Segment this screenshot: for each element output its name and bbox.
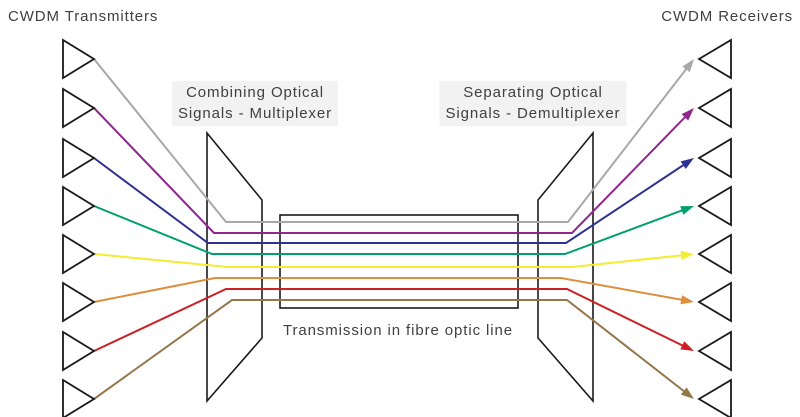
demultiplexer-label-line2: Signals - Demultiplexer [445,105,621,122]
channel-line-orange [93,277,686,303]
channel-line-red [93,288,687,352]
receiver-triangle-red [697,330,732,372]
multiplexer-label-line1: Combining Optical [186,84,324,101]
multiplexer-label: Combining Optical Signals - Multiplexer [172,81,338,126]
fiber-optic-line-box [279,214,519,309]
channel-line-gray [93,58,690,223]
channel-arrowhead-gray [682,59,694,73]
demultiplexer-shape [537,130,594,404]
transmitter-triangle-green [62,185,96,227]
demultiplexer-label-line1: Separating Optical [463,84,603,101]
transmitter-triangle-brown [62,378,96,417]
transmitter-triangle-purple [62,87,96,129]
receiver-triangle-green [697,185,732,227]
receiver-triangle-yellow [697,233,732,275]
channel-line-yellow [93,253,686,268]
channel-arrowhead-red [680,341,694,351]
transmitter-triangle-gray [62,38,96,80]
receiver-triangle-blue [697,137,732,179]
transmitters-title: CWDM Transmitters [8,8,159,25]
receiver-triangle-gray [697,38,732,80]
transmitter-triangle-orange [62,281,96,323]
channel-arrowhead-blue [680,158,694,169]
channel-arrowhead-green [680,206,694,215]
receiver-triangle-orange [697,281,732,323]
demultiplexer-label: Separating Optical Signals - Demultiplex… [439,81,627,126]
channel-arrowhead-orange [680,295,694,305]
multiplexer-shape [206,130,263,404]
channel-arrowhead-yellow [680,250,694,260]
fiber-line-label: Transmission in fibre optic line [283,322,513,339]
receiver-triangle-brown [697,378,732,417]
channel-line-brown [93,299,688,400]
transmitter-triangle-yellow [62,233,96,275]
channel-line-purple [93,107,689,234]
channel-arrowhead-purple [681,108,694,121]
channel-arrowhead-brown [680,387,694,399]
channel-line-blue [93,157,688,244]
receivers-title: CWDM Receivers [661,8,793,25]
transmitter-triangle-blue [62,137,96,179]
receiver-triangle-purple [697,87,732,129]
multiplexer-label-line2: Signals - Multiplexer [178,105,332,122]
channel-line-green [93,205,686,255]
transmitter-triangle-red [62,330,96,372]
